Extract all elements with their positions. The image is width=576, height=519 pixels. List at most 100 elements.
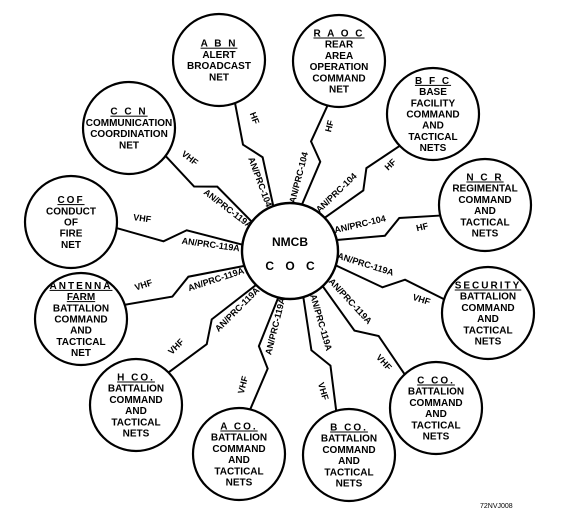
node-label-aco: AND (228, 455, 250, 466)
link-line-aco (249, 297, 280, 410)
node-label-cco: BATTALION (408, 387, 464, 398)
link-radio-label-ccn: AN/PRC-119A (202, 187, 255, 231)
node-abbr-abn: A B N (201, 39, 238, 50)
link-radio-label-security: AN/PRC-119A (336, 251, 395, 278)
link-line-raoc (301, 105, 329, 205)
figure-id: 72NVJ008 (480, 503, 513, 510)
node-label-security: AND (477, 314, 499, 325)
node-circle-abn (171, 12, 267, 108)
node-label-abn: ALERT (202, 50, 235, 61)
node-label-antenna: NET (71, 348, 91, 359)
link-bco: AN/PRC-119A VHF (302, 293, 338, 411)
node-label-abn: NET (209, 72, 229, 83)
node-label-cof: CONDUCT (46, 206, 96, 217)
node-abbr-ncr: N C R (466, 173, 503, 184)
link-abn: AN/PRC-104 HF (234, 102, 275, 209)
node-label-bco: BATTALION (321, 434, 377, 445)
node-label-aco: BATTALION (211, 433, 267, 444)
node-label-bfc: FACILITY (411, 98, 456, 109)
link-line-ncr (336, 214, 441, 241)
node-label-ncr: COMMAND (458, 195, 511, 206)
node-label-aco: COMMAND (212, 444, 265, 455)
node-abbr-antenna: FARM (67, 292, 95, 303)
link-line-abn (234, 102, 275, 207)
node-label-raoc: COMMAND (312, 73, 365, 84)
link-freq-label-bco: VHF (316, 381, 331, 402)
node-label-bfc: NETS (420, 143, 447, 154)
link-line-cco (321, 285, 406, 375)
node-abbr-bco: B CO. (330, 423, 368, 434)
link-line-cof (116, 227, 243, 246)
link-freq-label-abn: HF (248, 111, 262, 126)
link-freq-label-bfc: HF (383, 156, 399, 172)
node-label-bco: AND (338, 456, 360, 467)
link-freq-label-aco: VHF (236, 375, 250, 395)
link-line-antenna (124, 264, 245, 306)
link-freq-label-hco: VHF (166, 336, 186, 356)
node-label-hco: BATTALION (108, 384, 164, 395)
link-radio-label-cof: AN/PRC-119A (181, 236, 241, 254)
node-label-ccn: NET (119, 140, 139, 151)
node-label-bfc: TACTICAL (408, 132, 457, 143)
node-label-ccn: COORDINATION (90, 129, 168, 140)
link-line-bfc (324, 144, 401, 219)
node-abbr-security: SECURITY (455, 281, 522, 292)
link-freq-label-cof: VHF (133, 212, 153, 224)
node-label-raoc: AREA (325, 51, 353, 62)
node-label-ncr: TACTICAL (460, 217, 509, 228)
node-label-bco: TACTICAL (324, 467, 373, 478)
node-label-security: TACTICAL (463, 325, 512, 336)
node-label-antenna: TACTICAL (56, 337, 105, 348)
link-radio-label-bco: AN/PRC-119A (308, 293, 334, 352)
node-label-hco: AND (125, 406, 147, 417)
node-circle-raoc (291, 13, 387, 109)
center-subtitle: C O C (265, 259, 318, 273)
node-abbr-aco: A CO. (220, 422, 257, 433)
node-label-raoc: OPERATION (310, 62, 369, 73)
node-label-antenna: COMMAND (54, 315, 107, 326)
node-label-security: NETS (475, 337, 502, 348)
link-radio-label-abn: AN/PRC-104 (246, 156, 274, 209)
node-circle-bfc (385, 66, 481, 162)
node-label-raoc: NET (329, 85, 349, 96)
node-label-cco: AND (425, 409, 447, 420)
node-abbr-cco: C CO. (417, 376, 455, 387)
node-label-hco: NETS (123, 429, 150, 440)
node-label-cof: OF (64, 218, 78, 229)
node-abbr-raoc: R A O C (313, 29, 364, 40)
node-label-ncr: NETS (472, 229, 499, 240)
center-circle (240, 201, 340, 301)
node-abbr-cof: COF (57, 195, 84, 206)
node-circle-security (440, 265, 536, 361)
link-line-hco (167, 284, 257, 374)
link-freq-label-ncr: HF (415, 221, 429, 234)
link-freq-label-security: VHF (411, 292, 432, 307)
link-line-bco (302, 296, 338, 411)
node-label-ncr: REGIMENTAL (452, 184, 517, 195)
node-label-cof: NET (61, 240, 81, 251)
link-radio-label-bfc: AN/PRC-104 (314, 171, 359, 215)
node-label-security: COMMAND (461, 303, 514, 314)
node-label-hco: COMMAND (109, 395, 162, 406)
node-label-antenna: BATTALION (53, 303, 109, 314)
node-label-ccn: COMMUNICATION (86, 118, 172, 129)
node-abbr-antenna: ANTENNA (50, 281, 113, 292)
node-circle-cco (388, 360, 484, 456)
